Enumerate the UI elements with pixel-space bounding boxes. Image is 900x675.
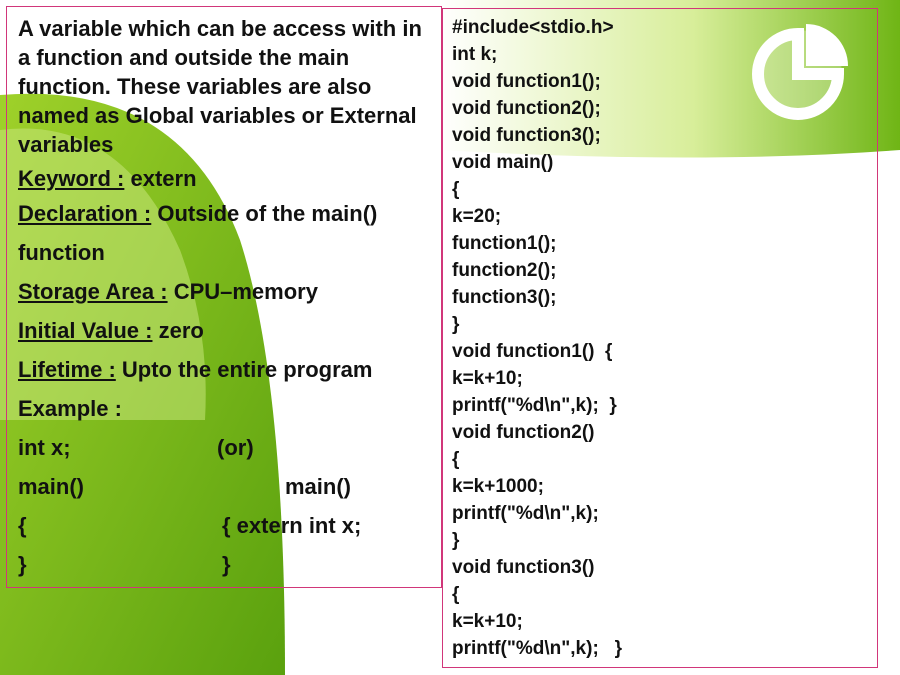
example-line-3-left: {	[18, 513, 27, 538]
code-line: {	[452, 179, 460, 200]
keyword-value: extern	[124, 166, 197, 191]
code-listing: #include<stdio.h> int k; void function1();…	[452, 14, 622, 662]
code-line: function1();	[452, 233, 557, 254]
code-line: k=20;	[452, 206, 502, 227]
example-line-2-right: main()	[285, 474, 351, 499]
intro-text: A variable which can be access with in a…	[18, 16, 422, 157]
declaration-row: Declaration : Outside of the main()	[18, 199, 377, 228]
code-line: printf("%d\n",k); }	[452, 638, 622, 659]
code-line: }	[452, 530, 460, 551]
code-line: void function3()	[452, 557, 595, 578]
code-line: k=k+10;	[452, 368, 523, 389]
example-line-2-left: main()	[18, 474, 84, 499]
code-line: {	[452, 584, 460, 605]
declaration-value: Outside of the main()	[151, 201, 378, 226]
lifetime-row: Lifetime : Upto the entire program	[18, 355, 372, 384]
example-line-4-left: }	[18, 552, 27, 577]
initial-value: zero	[152, 318, 204, 343]
example-line-1-right: (or)	[217, 435, 254, 460]
code-line: void function1() {	[452, 341, 613, 362]
code-line: #include<stdio.h>	[452, 17, 614, 38]
declaration-continuation: function	[18, 240, 105, 265]
code-line: }	[452, 314, 460, 335]
example-label: Example :	[18, 396, 122, 421]
initial-value-row: Initial Value : zero	[18, 316, 204, 345]
example-line-1-left: int x;	[18, 435, 71, 460]
storage-label: Storage Area :	[18, 279, 168, 304]
left-light-swoosh	[0, 128, 206, 420]
code-line: void function2();	[452, 98, 601, 119]
code-line: printf("%d\n",k); }	[452, 395, 617, 416]
code-line: {	[452, 449, 460, 470]
storage-value: CPU–memory	[167, 279, 318, 304]
definition-box	[6, 6, 442, 588]
code-line: void function3();	[452, 125, 601, 146]
code-box	[442, 8, 878, 668]
code-line: k=k+1000;	[452, 476, 544, 497]
initial-label: Initial Value :	[18, 318, 153, 343]
code-line: void main()	[452, 152, 554, 173]
example-line-3-right: { extern int x;	[222, 513, 362, 538]
code-line: void function2()	[452, 422, 595, 443]
pie-chart-icon	[752, 24, 848, 120]
keyword-row: Keyword : extern	[18, 164, 197, 193]
keyword-label: Keyword :	[18, 166, 125, 191]
code-line: int k;	[452, 44, 498, 65]
storage-row: Storage Area : CPU–memory	[18, 277, 318, 306]
declaration-label: Declaration :	[18, 201, 152, 226]
code-line: void function1();	[452, 71, 601, 92]
lifetime-label: Lifetime :	[18, 357, 116, 382]
example-line-4-right: }	[222, 552, 231, 577]
code-line: k=k+10;	[452, 611, 523, 632]
code-line: printf("%d\n",k);	[452, 503, 599, 524]
code-line: function2();	[452, 260, 557, 281]
lifetime-value: Upto the entire program	[115, 357, 373, 382]
code-line: function3();	[452, 287, 557, 308]
